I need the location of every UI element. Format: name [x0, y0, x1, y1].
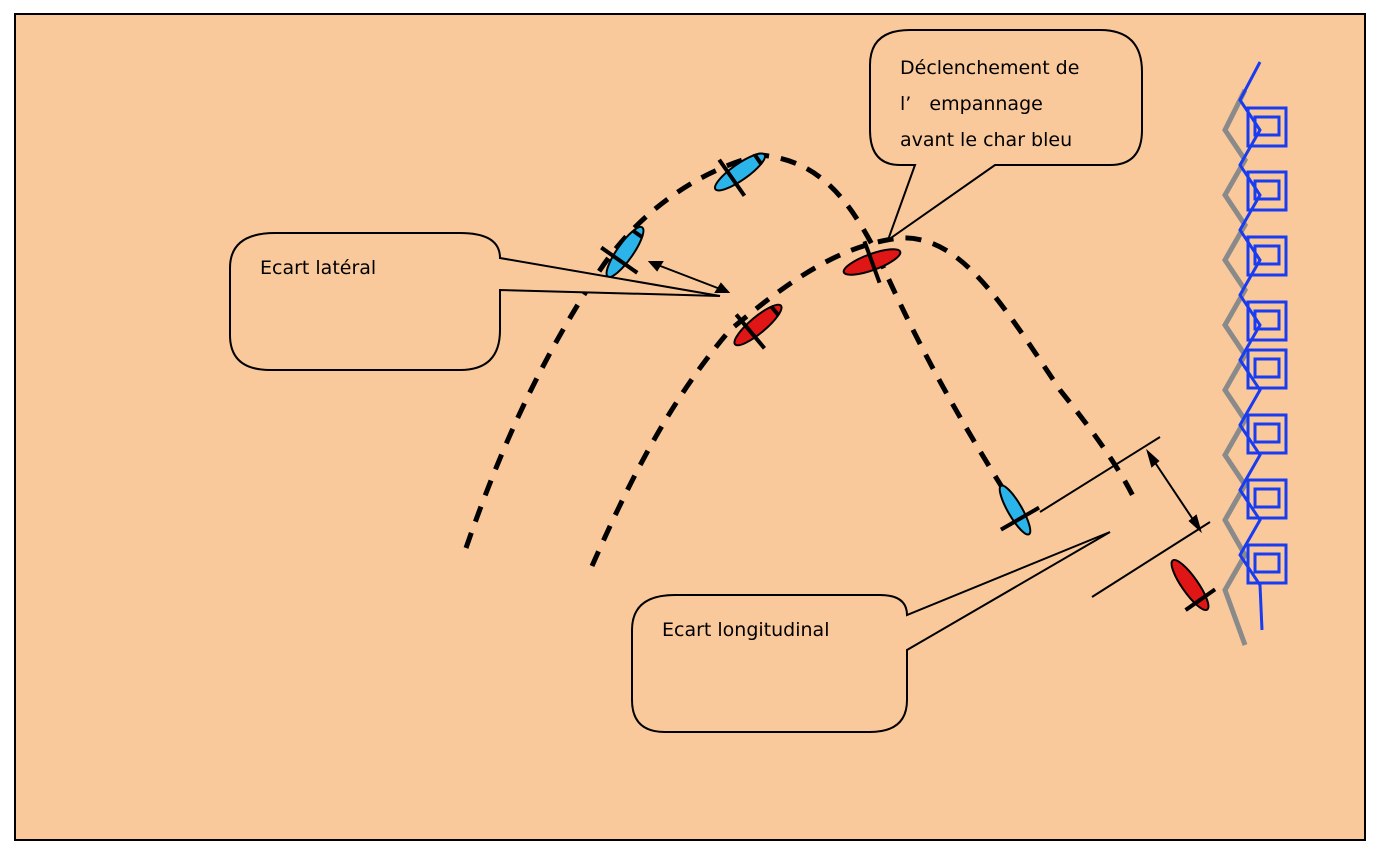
red-sand-yacht-2: [842, 240, 902, 284]
callout-trigger-line1: Déclenchement de: [900, 57, 1080, 79]
longitudinal-gap-arrow: [1039, 436, 1211, 598]
callout-lateral-text: Ecart latéral: [260, 257, 377, 279]
callout-longitudinal-text: Ecart longitudinal: [662, 619, 830, 641]
callout-lateral: [229, 232, 721, 371]
buoy-line-gray: [1222, 88, 1248, 646]
red-sand-yacht-icon: [1170, 559, 1210, 611]
buoy-markers: [1246, 106, 1288, 585]
callout-trigger: [869, 29, 1143, 243]
blue-sand-yacht-icon: [714, 152, 766, 192]
lateral-gap-arrow: [647, 261, 731, 293]
blue-sand-yacht-1: [714, 152, 766, 197]
blue-sand-yacht-2: [600, 226, 645, 278]
red-sand-yacht-1: [733, 303, 783, 350]
blue-sand-yacht-icon: [998, 484, 1032, 536]
buoy-line-blue: [1238, 61, 1264, 631]
callout-longitudinal: [631, 531, 1111, 733]
buoy-gate: [1222, 61, 1288, 646]
callout-trigger-line3: avant le char bleu: [900, 129, 1073, 151]
callout-trigger-line2: l’ empannage: [900, 93, 1043, 115]
red-sand-yacht-3: [1170, 559, 1217, 612]
red-sand-yacht-icon: [733, 303, 783, 347]
blue-sand-yacht-3: [998, 484, 1041, 536]
